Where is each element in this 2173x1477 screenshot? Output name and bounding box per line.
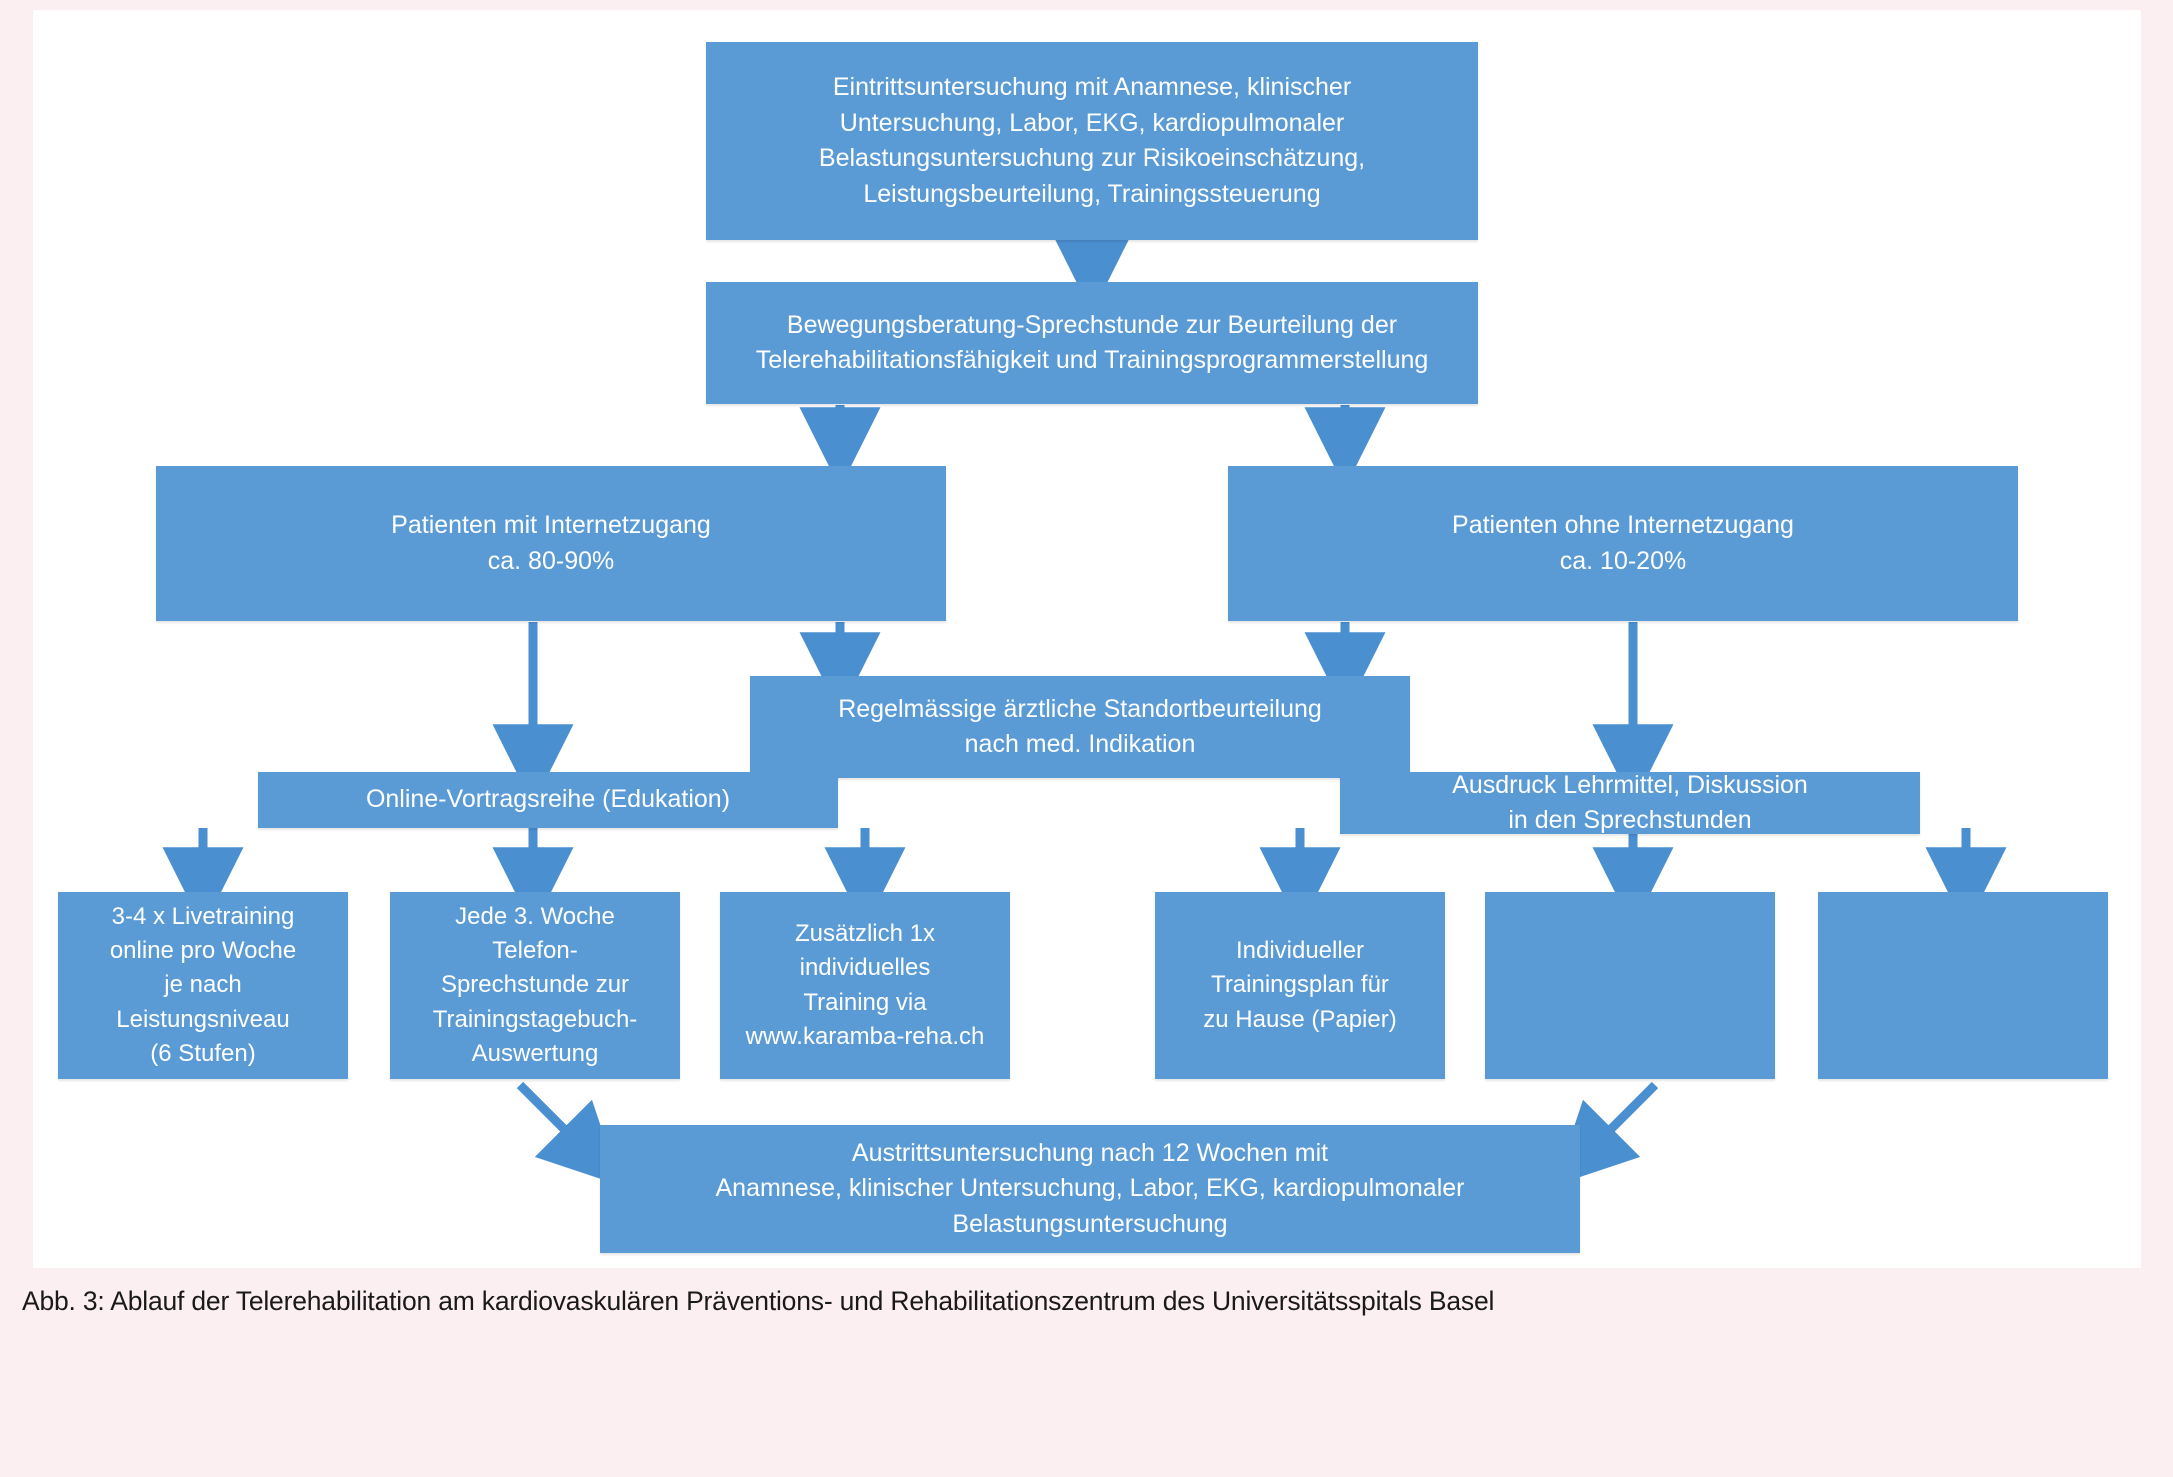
node-printed-material-label: Ausdruck Lehrmittel, Diskussion in den S… [1452,770,1808,835]
node-home-plan-label: Individueller Trainingsplan für zu Hause… [1203,937,1397,1033]
node-exit-exam-label: Austrittsuntersuchung nach 12 Wochen mit… [715,1138,1465,1238]
node-individual-training-label: Zusätzlich 1x individuelles Training via… [745,920,985,1050]
node-live-training-label: 3-4 x Livetraining online pro Woche je n… [109,903,297,1067]
node-exit-exam: Austrittsuntersuchung nach 12 Wochen mit… [600,1125,1580,1253]
node-without-internet: Patienten ohne Internetzugang ca. 10-20% [1228,466,2018,621]
node-live-training: 3-4 x Livetraining online pro Woche je n… [58,892,348,1079]
node-regular-assessment-label: Regelmässige ärztliche Standortbeurteilu… [838,694,1322,759]
node-online-lectures-label: Online-Vortragsreihe (Edukation) [365,785,731,814]
node-printed-material: Ausdruck Lehrmittel, Diskussion in den S… [1340,771,1920,834]
node-consultation-label: Bewegungsberatung-Sprechstunde zur Beurt… [755,310,1429,375]
caption-band [0,1268,2173,1358]
node-entry-exam: Eintrittsuntersuchung mit Anamnese, klin… [706,42,1478,240]
node-regular-assessment: Regelmässige ärztliche Standortbeurteilu… [750,676,1410,778]
node-without-internet-label: Patienten ohne Internetzugang ca. 10-20% [1452,511,1794,575]
figure-caption: Abb. 3: Ablauf der Telerehabilitation am… [22,1286,1495,1316]
node-phone-consult: Jede 3. Woche Telefon- Sprechstunde zur … [390,892,680,1079]
node-online-lectures: Online-Vortragsreihe (Edukation) [258,772,838,828]
node-consultation: Bewegungsberatung-Sprechstunde zur Beurt… [706,282,1478,404]
node-with-internet: Patienten mit Internetzugang ca. 80-90% [156,466,946,621]
node-blank-box-1 [1485,892,1775,1079]
node-entry-exam-label: Eintrittsuntersuchung mit Anamnese, klin… [818,73,1366,208]
node-phone-consult-label: Jede 3. Woche Telefon- Sprechstunde zur … [432,903,638,1067]
node-blank-box-2 [1818,892,2108,1079]
node-individual-training: Zusätzlich 1x individuelles Training via… [720,892,1010,1079]
node-with-internet-label: Patienten mit Internetzugang ca. 80-90% [391,511,711,575]
node-home-plan: Individueller Trainingsplan für zu Hause… [1155,892,1445,1079]
